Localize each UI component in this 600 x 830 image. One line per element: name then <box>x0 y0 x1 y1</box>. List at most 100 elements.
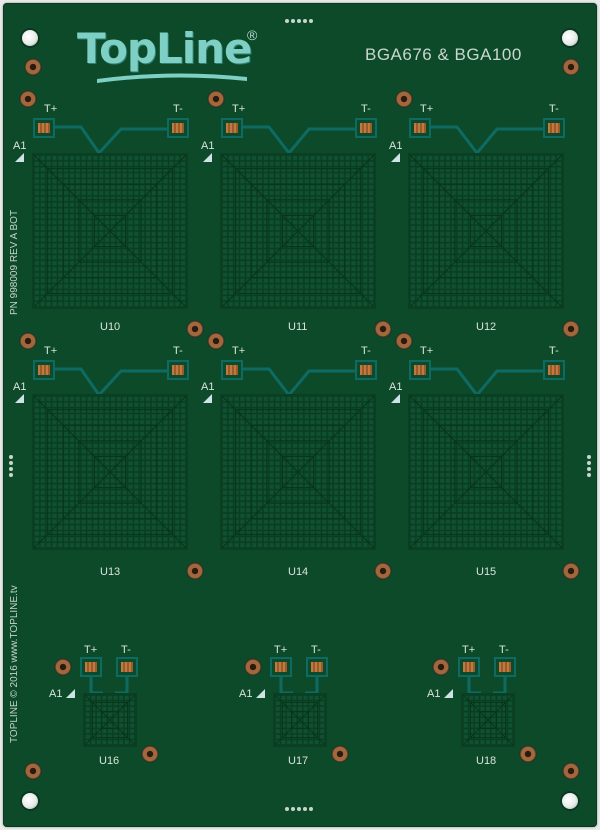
tminus-label: T- <box>173 103 183 115</box>
logo-registered-mark: ® <box>247 27 258 43</box>
topline-logo: TopLine ® <box>77 25 257 85</box>
site-via <box>55 659 71 675</box>
designator-u15: U15 <box>476 566 497 578</box>
bga100-land-pattern <box>83 693 137 747</box>
bga676-land-pattern <box>32 394 188 550</box>
bga676-land-pattern <box>220 153 376 309</box>
designator-u10: U10 <box>100 321 121 333</box>
a1-label: A1 <box>239 688 253 700</box>
pcb-board: TopLine ® BGA676 & BGA100 PN 998009 REV … <box>3 3 597 827</box>
a1-label: A1 <box>389 140 403 152</box>
thermocouple-pad-tminus <box>355 360 377 380</box>
a1-marker-icon <box>15 394 24 403</box>
site-via <box>187 321 203 337</box>
mounting-hole-top-right <box>562 30 578 46</box>
corner-via <box>563 763 579 779</box>
tminus-label: T- <box>549 103 559 115</box>
corner-via <box>563 59 579 75</box>
a1-label: A1 <box>13 140 27 152</box>
site-via <box>563 321 579 337</box>
a1-marker-icon <box>391 153 400 162</box>
mounting-hole-bottom-left <box>22 793 38 809</box>
site-via <box>520 746 536 762</box>
thermocouple-pad-tplus <box>409 118 431 138</box>
thermocouple-pad-tplus <box>80 657 102 677</box>
thermocouple-pad-tminus <box>543 360 565 380</box>
tplus-label: T+ <box>232 345 246 357</box>
designator-u13: U13 <box>100 566 121 578</box>
tminus-label: T- <box>173 345 183 357</box>
tminus-label: T- <box>311 644 321 656</box>
designator-u14: U14 <box>288 566 309 578</box>
a1-label: A1 <box>201 140 215 152</box>
mounting-hole-top-left <box>22 30 38 46</box>
corner-via <box>25 763 41 779</box>
site-via <box>208 333 224 349</box>
tplus-label: T+ <box>44 103 58 115</box>
bga676-land-pattern <box>408 153 564 309</box>
tplus-label: T+ <box>274 644 288 656</box>
mounting-hole-bottom-right <box>562 793 578 809</box>
copyright-text: TOPLINE © 2016 www.TOPLINE.tv <box>9 585 20 743</box>
tplus-label: T+ <box>84 644 98 656</box>
designator-u18: U18 <box>476 755 497 767</box>
corner-via <box>25 59 41 75</box>
thermocouple-pad-tminus <box>543 118 565 138</box>
tminus-label: T- <box>361 103 371 115</box>
a1-marker-icon <box>444 689 453 698</box>
site-via <box>20 91 36 107</box>
thermocouple-pad-tplus <box>458 657 480 677</box>
part-number-text: PN 998009 REV A BOT <box>9 209 20 315</box>
a1-marker-icon <box>15 153 24 162</box>
a1-label: A1 <box>427 688 441 700</box>
site-via <box>396 91 412 107</box>
designator-u16: U16 <box>99 755 120 767</box>
site-via <box>245 659 261 675</box>
tminus-label: T- <box>499 644 509 656</box>
tplus-label: T+ <box>462 644 476 656</box>
thermocouple-pad-tminus <box>167 360 189 380</box>
site-via <box>375 563 391 579</box>
tminus-label: T- <box>121 644 131 656</box>
a1-marker-icon <box>203 394 212 403</box>
bga676-land-pattern <box>408 394 564 550</box>
thermocouple-pad-tminus <box>306 657 328 677</box>
thermocouple-pad-tplus <box>33 360 55 380</box>
bga676-land-pattern <box>32 153 188 309</box>
site-via <box>396 333 412 349</box>
designator-u17: U17 <box>288 755 309 767</box>
a1-label: A1 <box>389 381 403 393</box>
logo-brand: TopLine <box>77 24 253 73</box>
bga100-land-pattern <box>461 693 515 747</box>
thermocouple-pad-tplus <box>221 118 243 138</box>
thermocouple-pad-tminus <box>167 118 189 138</box>
designator-u11: U11 <box>288 321 308 333</box>
thermocouple-pad-tplus <box>221 360 243 380</box>
a1-label: A1 <box>49 688 63 700</box>
tplus-label: T+ <box>232 103 246 115</box>
thermocouple-pad-tplus <box>270 657 292 677</box>
a1-marker-icon <box>203 153 212 162</box>
thermocouple-pad-tplus <box>33 118 55 138</box>
a1-marker-icon <box>256 689 265 698</box>
tminus-label: T- <box>361 345 371 357</box>
thermocouple-pad-tminus <box>355 118 377 138</box>
site-via <box>332 746 348 762</box>
designator-u12: U12 <box>476 321 497 333</box>
site-via <box>20 333 36 349</box>
tminus-label: T- <box>549 345 559 357</box>
a1-marker-icon <box>391 394 400 403</box>
site-via <box>208 91 224 107</box>
board-title: BGA676 & BGA100 <box>365 45 522 64</box>
tplus-label: T+ <box>420 345 434 357</box>
bga676-land-pattern <box>220 394 376 550</box>
site-via <box>187 563 203 579</box>
logo-swoosh-icon <box>97 73 247 83</box>
thermocouple-pad-tplus <box>409 360 431 380</box>
site-via <box>375 321 391 337</box>
thermocouple-pad-tminus <box>116 657 138 677</box>
bga100-land-pattern <box>273 693 327 747</box>
site-via <box>563 563 579 579</box>
site-via <box>142 746 158 762</box>
a1-marker-icon <box>66 689 75 698</box>
